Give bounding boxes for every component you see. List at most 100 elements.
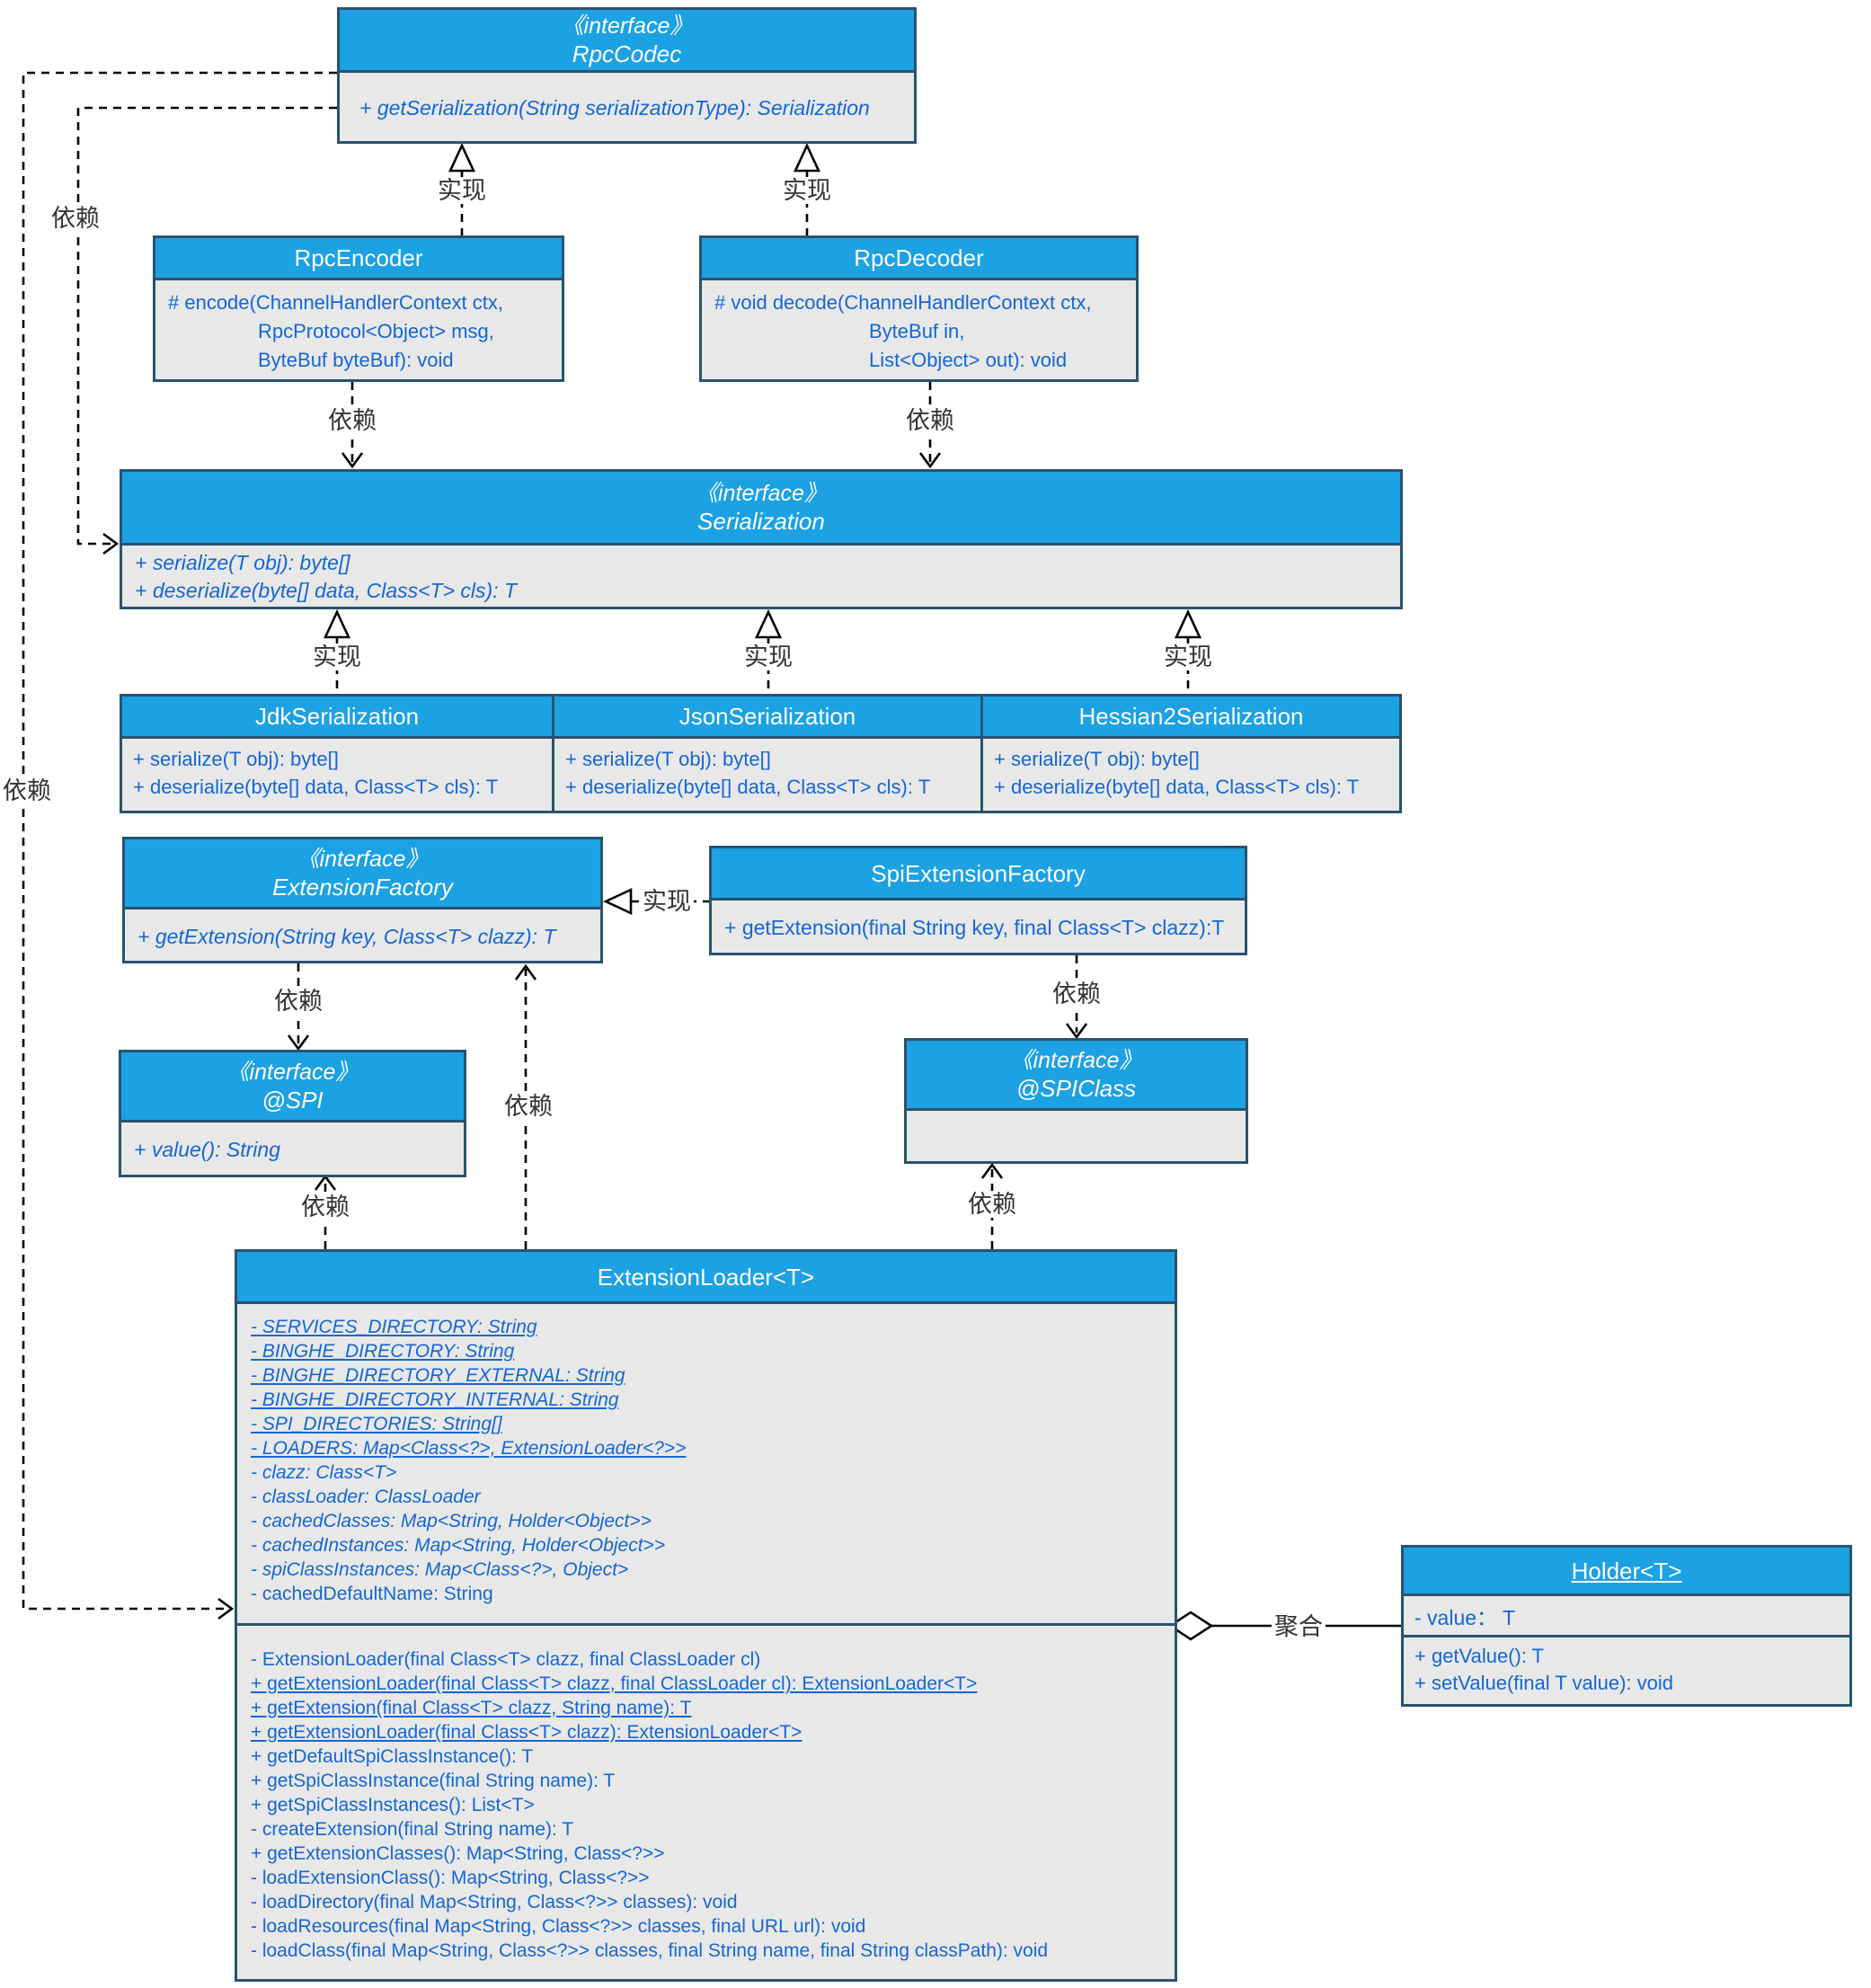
members-section: + serialize(T obj): byte[]+ deserialize(… — [554, 739, 980, 801]
depend-label: 依赖 — [49, 205, 102, 232]
class-header: 《interface》 Serialization — [122, 472, 1400, 546]
member-line: + getValue(): T — [1414, 1645, 1545, 1667]
stereotype-label: 《interface》 — [561, 13, 693, 39]
member-line: RpcProtocol<Object> msg, — [258, 320, 494, 342]
class-name: @SPIClass — [1015, 1074, 1137, 1102]
class-header: RpcEncoder — [155, 238, 562, 280]
realize-label: 实现 — [741, 643, 795, 670]
member-line: + deserialize(byte[] data, Class<T> cls)… — [135, 579, 518, 602]
members-section: + getExtension(String key, Class<T> claz… — [125, 910, 600, 963]
member-line: - clazz: Class<T> — [251, 1462, 397, 1483]
depend-label: 依赖 — [903, 407, 957, 434]
member-line: + deserialize(byte[] data, Class<T> cls)… — [133, 776, 499, 798]
members-section: + serialize(T obj): byte[] + deserialize(… — [122, 739, 552, 801]
class-box-jsonserialization: JsonSerialization + serialize(T obj): by… — [552, 694, 983, 813]
realization-spiextensionfactory-extensionfactory — [602, 887, 709, 916]
class-name: JdkSerialization — [254, 703, 420, 730]
depend-label: 依赖 — [965, 1191, 1019, 1218]
member-line: - BINGHE_DIRECTORY_EXTERNAL: String — [251, 1365, 625, 1386]
class-header: SpiExtensionFactory — [712, 848, 1245, 901]
dependency-rpccodec-serialization — [76, 106, 337, 555]
member-line: + getSerialization(String serializationT… — [359, 96, 870, 120]
members-section: + serialize(T obj): byte[]+ deserialize(… — [122, 546, 1400, 605]
depend-label: 依赖 — [271, 988, 325, 1015]
member-line: List<Object> out): void — [869, 349, 1068, 371]
field-line: - value： T — [1404, 1596, 1849, 1637]
class-header: 《interface》 RpcCodec — [340, 10, 914, 73]
member-line: + getExtension(final Class<T> clazz, Str… — [251, 1698, 692, 1718]
member-line: - cachedClasses: Map<String, Holder<Obje… — [251, 1511, 652, 1531]
class-header: ExtensionLoader<T> — [237, 1252, 1175, 1304]
class-box-rpcdecoder: RpcDecoder # void decode(ChannelHandlerC… — [699, 235, 1139, 382]
stereotype-label: 《interface》 — [1010, 1047, 1142, 1073]
class-name: RpcEncoder — [294, 244, 423, 271]
member-line: ByteBuf in, — [869, 320, 965, 342]
member-line: + getExtension(String key, Class<T> claz… — [137, 924, 556, 948]
class-header: JsonSerialization — [554, 697, 980, 739]
fields-section: - SERVICES_DIRECTORY: String - BINGHE_DIR… — [237, 1304, 1175, 1626]
members-section: + serialize(T obj): byte[]+ deserialize(… — [983, 739, 1399, 801]
class-header: 《interface》 @SPIClass — [907, 1041, 1246, 1111]
class-name: RpcDecoder — [854, 244, 984, 271]
member-line: + getExtensionLoader(final Class<T> claz… — [251, 1673, 978, 1694]
member-line: - cachedDefaultName: String — [251, 1584, 493, 1604]
class-box-hessian2serialization: Hessian2Serialization + serialize(T obj)… — [980, 694, 1402, 813]
class-box-spi: 《interface》 @SPI + value(): String — [119, 1050, 466, 1177]
dependency-rpcdecoder-serialization — [918, 382, 942, 469]
class-name: @SPI — [262, 1086, 324, 1114]
class-header: Hessian2Serialization — [983, 697, 1399, 739]
class-box-holder: Holder<T> - value： T + getValue(): T+ se… — [1401, 1545, 1852, 1707]
realize-label: 实现 — [1161, 643, 1215, 670]
members-section: # void decode(ChannelHandlerContext ctx,… — [702, 280, 1136, 375]
member-line: - SERVICES_DIRECTORY: String — [251, 1317, 537, 1337]
depend-label: 依赖 — [501, 1093, 555, 1120]
member-line: - loadDirectory(final Map<String, Class<… — [251, 1892, 738, 1913]
class-box-rpcencoder: RpcEncoder # encode(ChannelHandlerContex… — [153, 235, 564, 382]
depend-label: 依赖 — [1050, 981, 1104, 1007]
members-section: # encode(ChannelHandlerContext ctx,RpcPr… — [155, 280, 562, 375]
member-line: + getSpiClassInstances(): List<T> — [251, 1795, 535, 1815]
member-line: - BINGHE_DIRECTORY_INTERNAL: String — [251, 1389, 619, 1410]
class-box-extensionloader: ExtensionLoader<T> - SERVICES_DIRECTORY:… — [235, 1249, 1177, 1982]
class-box-rpccodec: 《interface》 RpcCodec + getSerialization(… — [337, 7, 917, 144]
realization-hessian2serialization-serialization — [1174, 608, 1202, 694]
member-line: - loadClass(final Map<String, Class<?>> … — [251, 1940, 1049, 1961]
member-line: - BINGHE_DIRECTORY: String — [251, 1341, 515, 1362]
depend-label: 依赖 — [0, 777, 54, 804]
member-line: + getExtension(final String key, final C… — [724, 916, 1225, 939]
members-section: + getSerialization(String serializationT… — [340, 73, 914, 144]
dependency-extensionfactory-spi — [287, 963, 310, 1052]
class-header: 《interface》 ExtensionFactory — [125, 839, 600, 910]
member-line: + value(): String — [134, 1138, 280, 1161]
stereotype-label: 《interface》 — [696, 480, 827, 506]
realize-label: 实现 — [310, 643, 364, 670]
member-line: - classLoader: ClassLoader — [251, 1487, 481, 1507]
class-name: ExtensionLoader<T> — [597, 1263, 815, 1291]
class-name: SpiExtensionFactory — [871, 859, 1086, 887]
member-line: ByteBuf byteBuf): void — [258, 349, 454, 371]
class-name: JsonSerialization — [678, 703, 856, 730]
member-line: - spiClassInstances: Map<Class<?>, Objec… — [251, 1559, 629, 1580]
realize-label: 实现 — [640, 888, 694, 915]
members-section: + value(): String — [121, 1123, 464, 1177]
member-line: - cachedInstances: Map<String, Holder<Ob… — [251, 1535, 666, 1556]
members-section: + getExtension(final String key, final C… — [712, 901, 1245, 955]
class-header: Holder<T> — [1404, 1548, 1849, 1596]
dependency-extensionloader-extensionfactory — [514, 963, 537, 1249]
member-line: - loadExtensionClass(): Map<String, Clas… — [251, 1868, 650, 1888]
member-line: # void decode(ChannelHandlerContext ctx, — [714, 291, 1092, 314]
member-line: + serialize(T obj): byte[] — [133, 748, 339, 770]
dependency-extensionloader-spiclass — [980, 1162, 1004, 1249]
member-line: + getExtensionClasses(): Map<String, Cla… — [251, 1843, 665, 1864]
class-header: JdkSerialization — [122, 697, 552, 739]
dependency-rpcencoder-serialization — [341, 382, 364, 469]
member-line: + getSpiClassInstance(final String name)… — [251, 1771, 616, 1791]
dependency-spiextensionfactory-spiclass — [1065, 955, 1088, 1040]
class-box-serialization: 《interface》 Serialization + serialize(T … — [120, 469, 1403, 609]
member-line: + getDefaultSpiClassInstance(): T — [251, 1746, 534, 1767]
members-section — [907, 1111, 1246, 1164]
class-header: RpcDecoder — [702, 238, 1136, 280]
class-name: Hessian2Serialization — [1078, 703, 1304, 730]
